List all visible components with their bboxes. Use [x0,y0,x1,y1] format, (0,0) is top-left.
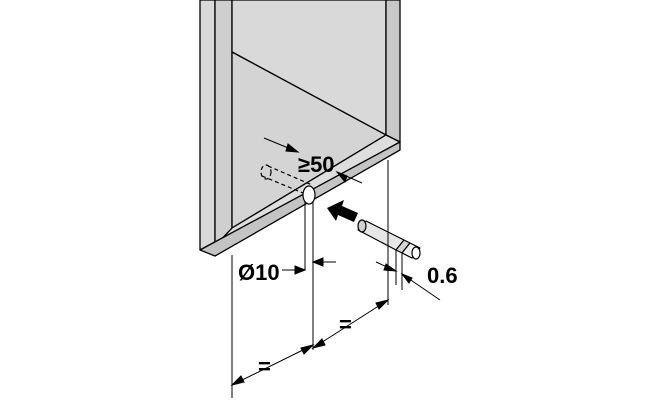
drill-hole-opening [302,185,316,205]
offset-label: 0.6 [427,263,458,288]
diameter-extension-lines [304,202,314,350]
equal-spacing-dimensions [230,160,390,398]
drill-hole [260,164,316,205]
cabinet-right-side-panel [385,0,401,143]
min-distance-arrow-head [285,143,300,153]
push-latch-icon [357,219,421,260]
min-distance-arrow-head-right [335,170,348,184]
cabinet-inner-side-panel [214,0,233,243]
equal-upper-label: = [339,312,352,337]
cabinet-front-left-edge [199,0,216,251]
cabinet-bottom-panel-front [199,141,401,257]
diameter-dimension [282,257,336,275]
latch-tip-end [411,246,421,260]
min-distance-dimension [263,137,363,184]
offset-dimension [375,250,441,301]
diameter-label: Ø10 [238,260,280,285]
latch-back-cap [357,219,367,233]
drill-hole-dashed-outline [261,165,313,194]
min-distance-label: ≥50 [298,152,335,177]
equal-lower-label: = [258,354,271,379]
drill-hole-left-end [260,164,272,180]
insert-arrow-icon [327,200,358,222]
cabinet [199,0,401,257]
